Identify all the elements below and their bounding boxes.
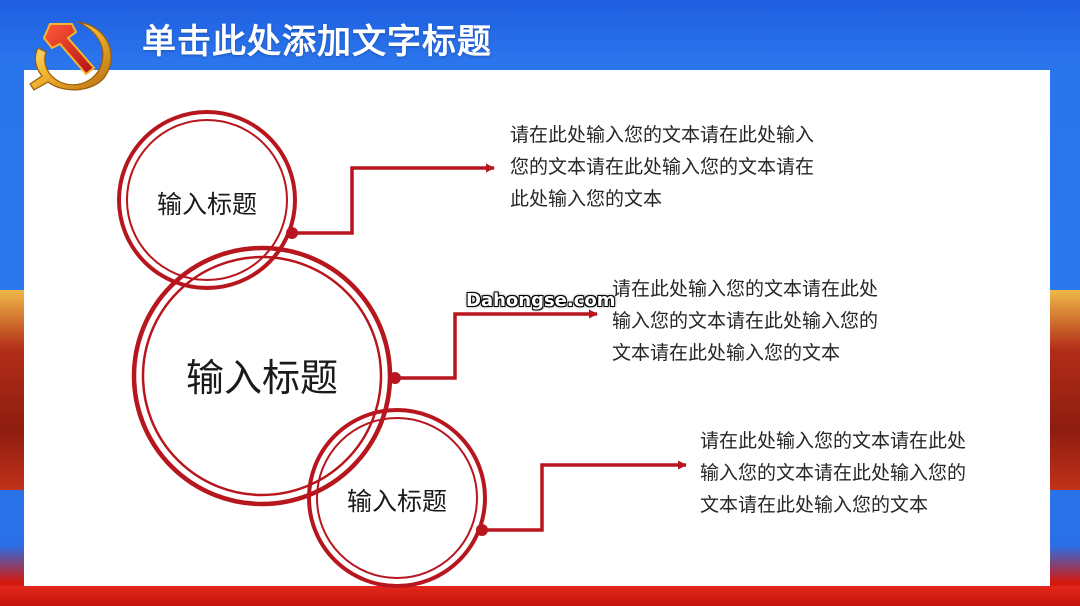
description-3-line-2: 输入您的文本请在此处输入您的 xyxy=(700,462,967,484)
description-2-line-1: 请在此处输入您的文本请在此处 xyxy=(612,278,879,300)
description-1-line-3: 此处输入您的文本 xyxy=(510,188,663,210)
description-text-3[interactable]: 请在此处输入您的文本请在此处 输入您的文本请在此处输入您的 文本请在此处输入您的… xyxy=(700,425,966,521)
connector-3 xyxy=(476,460,687,536)
palace-decoration-right xyxy=(1050,290,1080,490)
red-floor-band xyxy=(0,586,1080,606)
description-3-line-1: 请在此处输入您的文本请在此处 xyxy=(700,430,967,452)
description-text-2[interactable]: 请在此处输入您的文本请在此处 输入您的文本请在此处输入您的 文本请在此处输入您的… xyxy=(612,273,878,369)
connector-2 xyxy=(389,309,598,384)
description-1-line-1: 请在此处输入您的文本请在此处输入 xyxy=(510,124,815,146)
circle-2-title[interactable]: 输入标题 xyxy=(185,356,338,400)
connector-1 xyxy=(286,163,495,239)
description-2-line-3: 文本请在此处输入您的文本 xyxy=(612,342,841,364)
hammer-and-sickle-emblem-icon xyxy=(29,21,112,91)
slide-title[interactable]: 单击此处添加文字标题 xyxy=(142,22,492,62)
circle-1-title[interactable]: 输入标题 xyxy=(156,190,257,219)
circle-node-3 xyxy=(307,408,487,588)
circle-node-1 xyxy=(117,110,297,290)
description-3-line-3: 文本请在此处输入您的文本 xyxy=(700,494,929,516)
circle-3-title[interactable]: 输入标题 xyxy=(346,487,447,516)
watermark: Dahongse.com xyxy=(466,290,616,311)
description-text-1[interactable]: 请在此处输入您的文本请在此处输入 您的文本请在此处输入您的文本请在 此处输入您的… xyxy=(510,119,814,215)
description-2-line-2: 输入您的文本请在此处输入您的 xyxy=(612,310,879,332)
description-1-line-2: 您的文本请在此处输入您的文本请在 xyxy=(510,156,815,178)
